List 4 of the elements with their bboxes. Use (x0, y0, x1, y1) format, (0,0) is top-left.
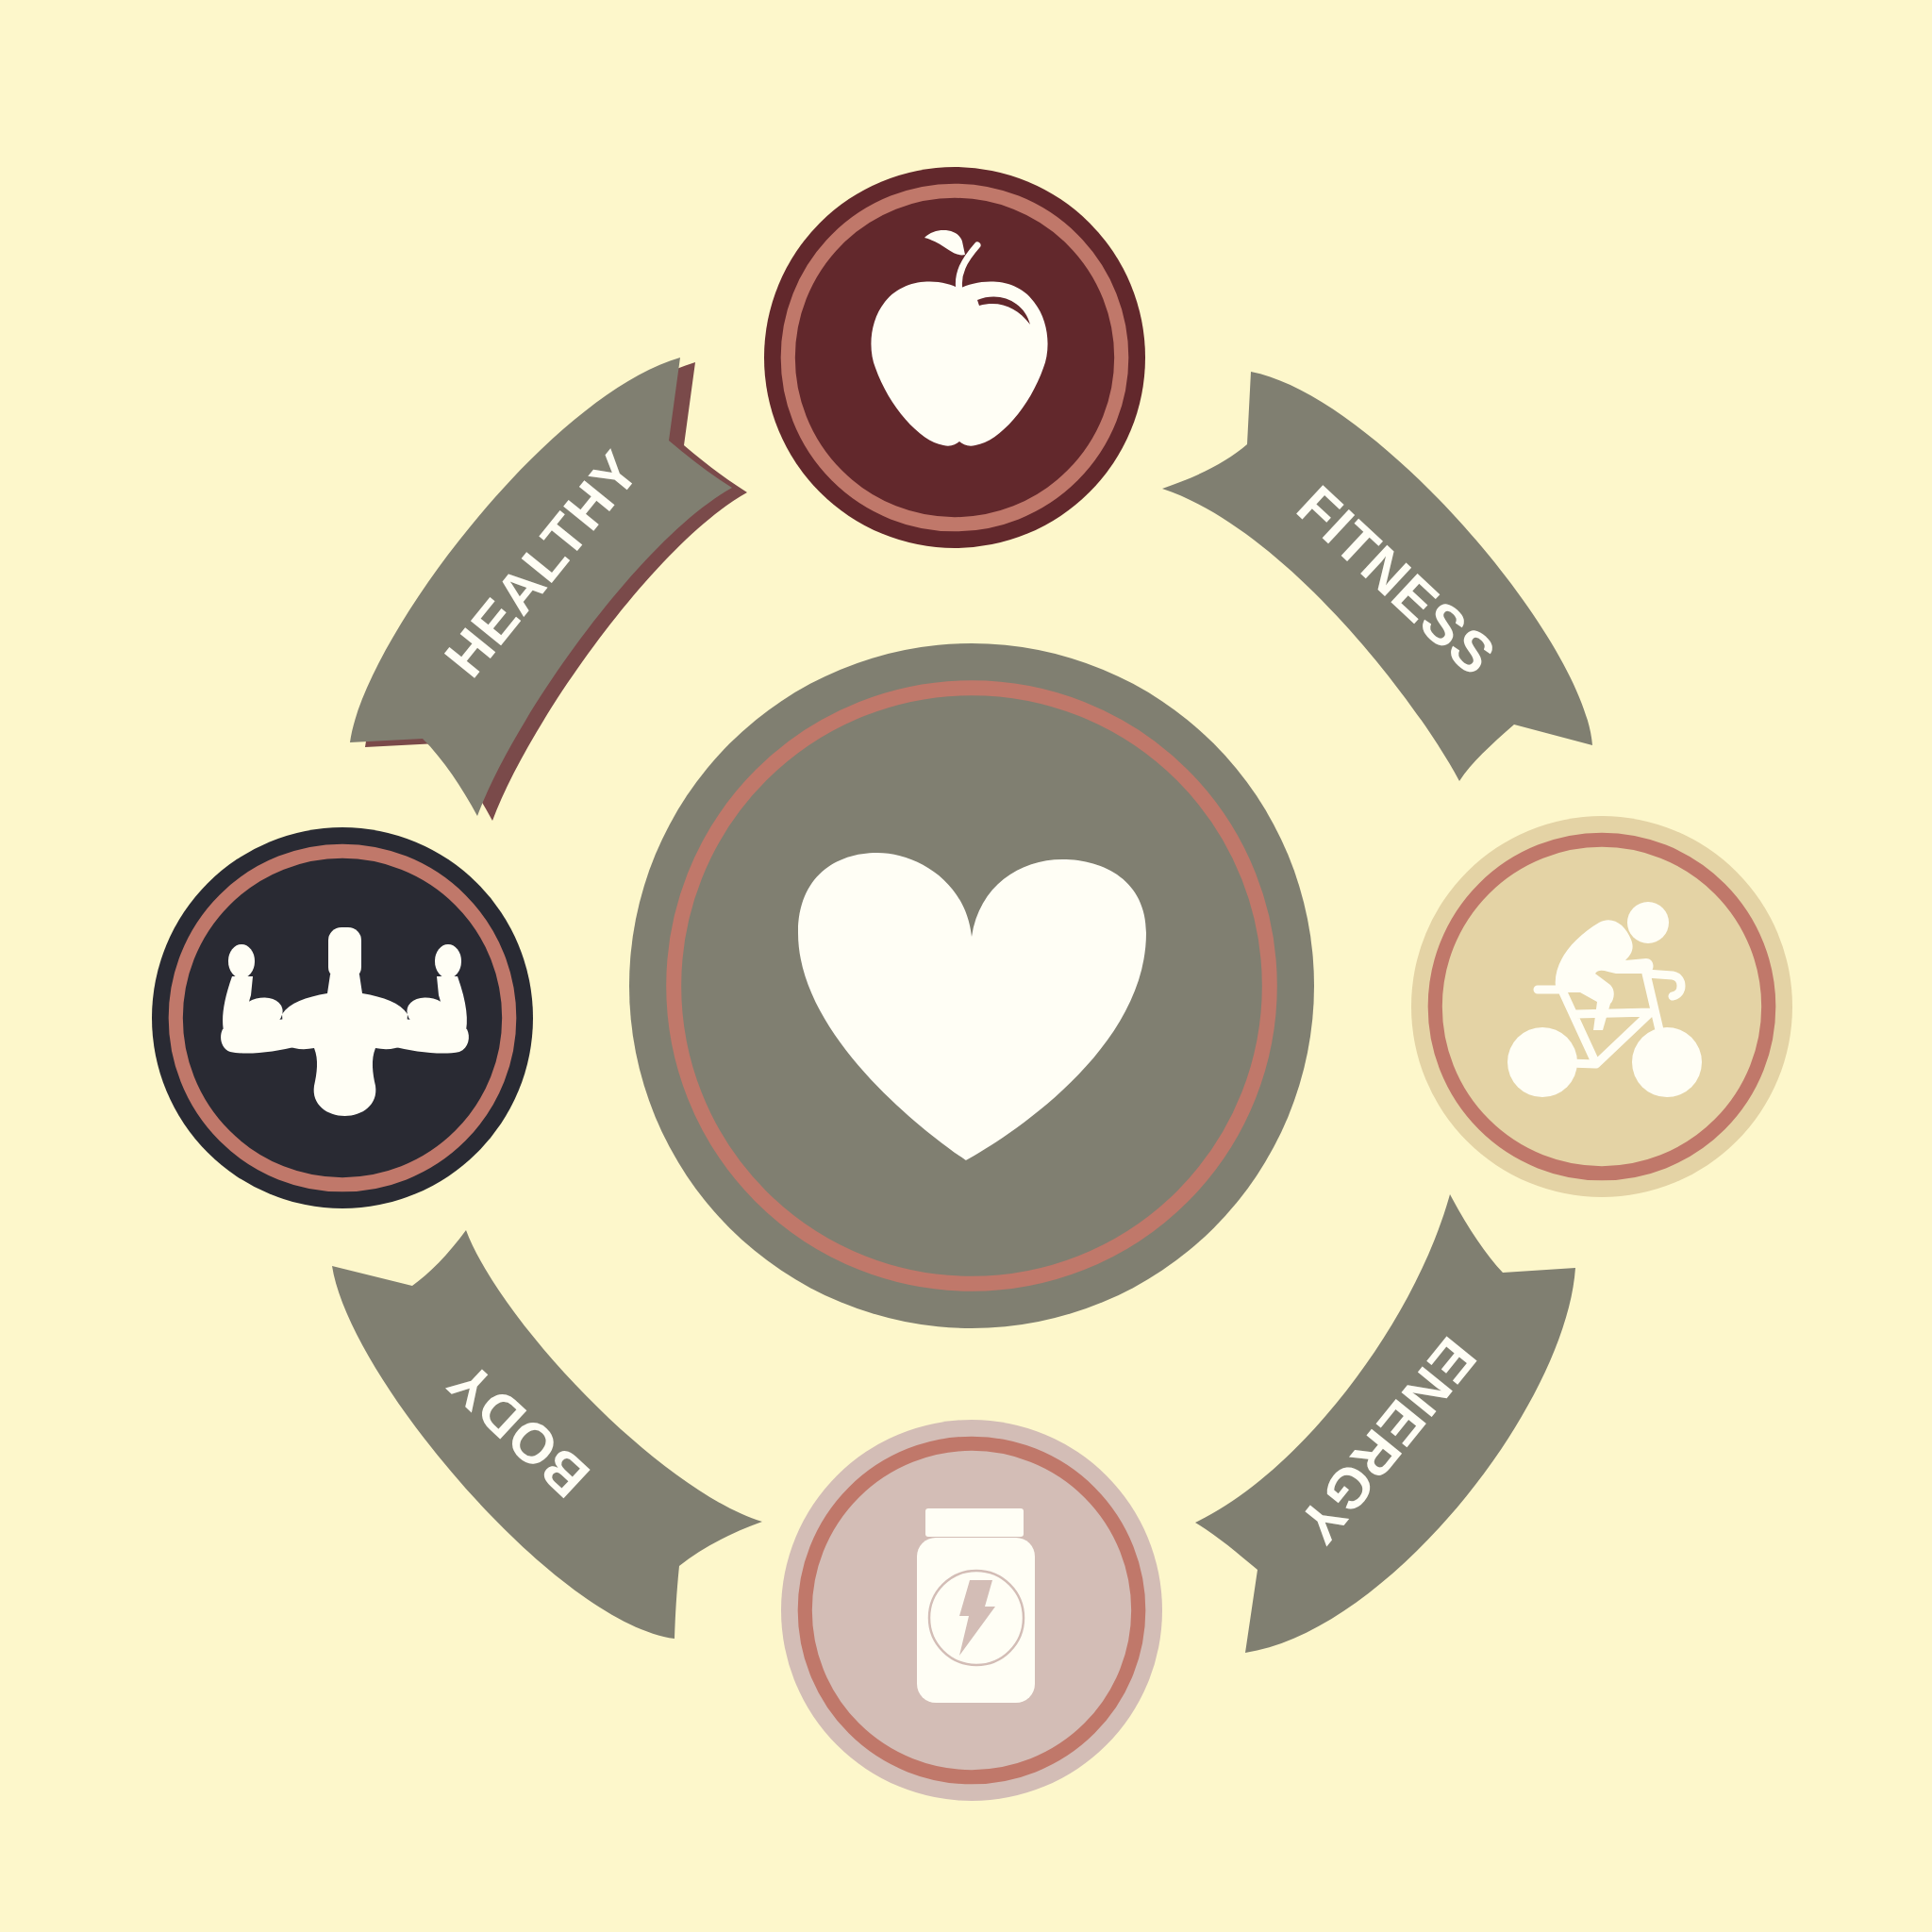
badge-circle (152, 827, 533, 1208)
badge-circle (764, 167, 1145, 548)
badge-circle (1411, 816, 1792, 1197)
badge-circle (781, 1420, 1162, 1801)
